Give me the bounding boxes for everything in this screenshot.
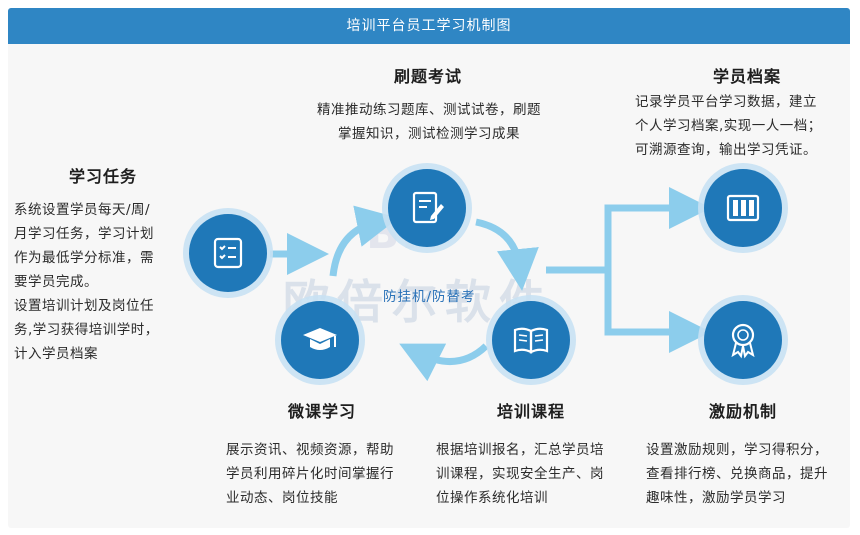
arc-course-to-micro xyxy=(399,343,489,382)
open-book-icon xyxy=(513,327,549,354)
archive-text: 记录学员平台学习数据，建立 个人学习档案,实现一人一档； 可溯源查询，输出学习凭… xyxy=(635,94,822,158)
course-text: 根据培训报名，汇总学员培 训课程，实现安全生产、岗 位操作系统化培训 xyxy=(436,442,604,506)
micro-text: 展示资讯、视频资源，帮助 学员利用碎片化时间掌握行 业动态、岗位技能 xyxy=(226,442,394,506)
diagram-title: 培训平台员工学习机制图 xyxy=(8,8,850,44)
archive-title: 学员档案 xyxy=(712,67,781,86)
medal-icon xyxy=(731,323,755,359)
micro-title: 微课学习 xyxy=(287,402,356,421)
learning-task-text: 系统设置学员每天/周/ 月学习任务，学习计划 作为最低学分标准，需 要学员完成。… xyxy=(14,202,159,362)
learning-task-node xyxy=(189,214,267,292)
flow-arrows xyxy=(270,187,711,382)
micro-node xyxy=(281,301,359,379)
learning-task-title: 学习任务 xyxy=(68,167,137,186)
course-title: 培训课程 xyxy=(496,402,565,421)
exam-node xyxy=(388,169,466,247)
checklist-icon xyxy=(213,237,243,269)
edit-document-icon xyxy=(412,191,444,224)
binders-icon xyxy=(726,194,760,222)
arrow-branch-to-incentive xyxy=(604,270,711,353)
archive-node xyxy=(704,169,782,247)
incentive-title: 激励机制 xyxy=(708,402,777,421)
exam-text: 精准推动练习题库、测试试卷，刷题 掌握知识，测试检测学习成果 xyxy=(317,102,541,142)
incentive-node xyxy=(704,301,782,379)
incentive-text: 设置激励规则，学习得积分， 查看排行榜、兑换商品，提升 趣味性，激励学员学习 xyxy=(646,442,828,506)
diagram-frame: 培训平台员工学习机制图 BR 欧倍尔软件 防挂机/防替考 学习任务 系统设置学员… xyxy=(8,8,850,528)
graduation-cap-icon xyxy=(303,328,337,350)
center-label: 防挂机/防替考 xyxy=(383,289,476,305)
arc-exam-to-course xyxy=(475,218,539,291)
arrow-branch-to-archive xyxy=(604,187,711,270)
arc-micro-to-exam xyxy=(329,205,399,277)
course-node xyxy=(492,301,570,379)
exam-title: 刷题考试 xyxy=(393,67,462,86)
